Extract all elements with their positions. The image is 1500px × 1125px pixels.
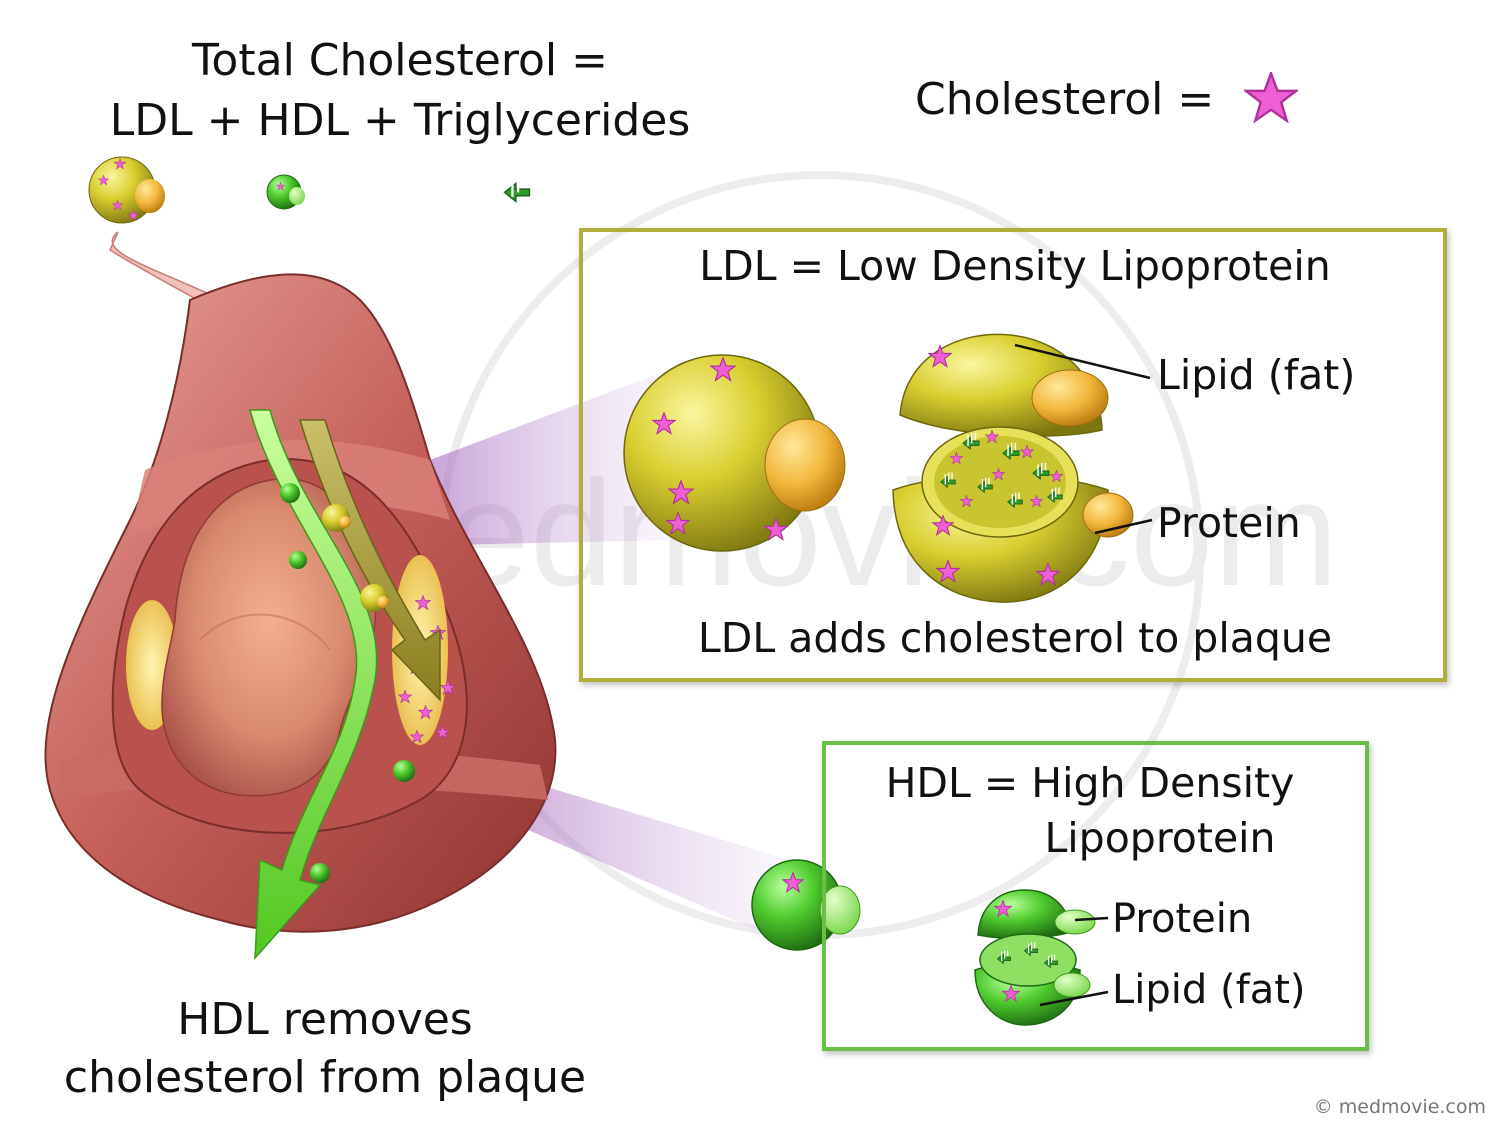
- hdl-protein-label: Protein: [1112, 896, 1253, 942]
- hdl-projection-beam: [490, 770, 790, 940]
- copyright-notice: © medmovie.com: [1313, 1096, 1486, 1118]
- ldl-panel-caption: LDL adds cholesterol to plaque: [697, 614, 1333, 662]
- hdl-lipid-label: Lipid (fat): [1112, 967, 1306, 1013]
- cholesterol-star-icon: [1244, 72, 1298, 122]
- triglyceride-icon: [503, 175, 531, 203]
- cholesterol-legend-label: Cholesterol =: [915, 74, 1215, 125]
- ldl-particle-icon: [88, 156, 165, 224]
- ldl-projection-beam: [430, 375, 680, 545]
- artery-caption-line2: cholesterol from plaque: [63, 1052, 587, 1103]
- ldl-sphere-illustration: [623, 354, 846, 552]
- hdl-panel-title-line2: Lipoprotein: [1044, 814, 1276, 862]
- hdl-sphere-illustration: [751, 859, 861, 951]
- total-cholesterol-line1: Total Cholesterol =: [192, 35, 608, 86]
- total-cholesterol-line2: LDL + HDL + Triglycerides: [109, 95, 691, 146]
- ldl-lipid-label: Lipid (fat): [1157, 351, 1356, 399]
- hdl-particle-icon: [266, 174, 305, 210]
- ldl-panel-title: LDL = Low Density Lipoprotein: [699, 242, 1331, 290]
- ldl-cutaway-illustration: [892, 333, 1153, 603]
- artery-caption-line1: HDL removes: [177, 994, 473, 1045]
- hdl-cutaway-illustration: [974, 889, 1109, 1026]
- ldl-protein-label: Protein: [1157, 499, 1301, 547]
- ldl-panel: [579, 228, 1447, 682]
- hdl-panel-title-line1: HDL = High Density: [885, 759, 1295, 807]
- artery-particles: [280, 483, 415, 883]
- hdl-panel: [822, 741, 1369, 1051]
